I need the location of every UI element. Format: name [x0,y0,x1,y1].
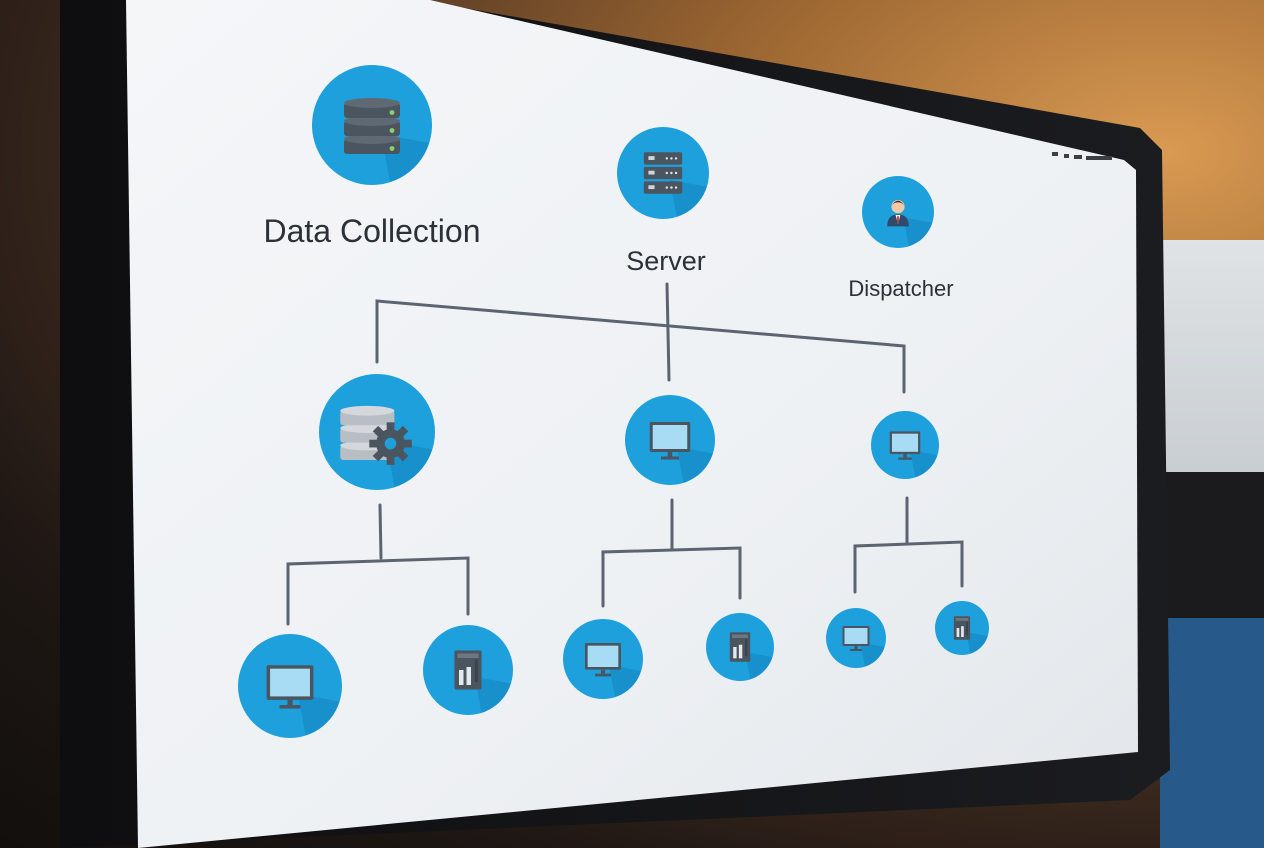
node-long-shadow [609,665,641,697]
server-unit-slot-icon [643,152,683,165]
mid-node-2 [625,395,715,485]
status-light-icon [389,128,395,133]
leaf-node-4 [706,613,774,681]
top-node-3 [862,176,934,248]
leaf-node-2 [423,625,513,715]
node-long-shadow [966,632,988,654]
leaf-node-1 [238,634,342,738]
server-unit-icon [729,632,751,662]
status-light-icon [389,146,395,151]
node-long-shadow [297,693,340,736]
background-right-monitor [1150,240,1264,848]
monitor-icon [842,626,870,651]
node-label: Dispatcher [848,276,953,301]
mid-node-3 [871,411,939,479]
node-label: Server [626,246,706,276]
node-long-shadow [676,446,713,483]
node-long-shadow [860,642,885,667]
leaf-node-6 [935,601,989,655]
database-icon [344,98,400,154]
monitor-icon [266,665,314,709]
node-long-shadow [745,652,773,680]
screen-status-icons [1052,152,1112,160]
monitor-icon [649,422,691,460]
connector-lines [286,282,964,626]
database-disk-top-icon [344,116,400,126]
server-unit-slot-icon [643,166,683,180]
server-unit-icon [953,616,971,640]
person-head-icon [891,200,905,214]
node-long-shadow [910,450,938,478]
database-disk-top-icon [344,134,400,144]
node-long-shadow [474,676,511,713]
monitor-display-icon [652,425,688,449]
monitor-display-icon [844,628,868,644]
monitor-display-icon [891,433,919,452]
database-disk-top-icon [340,405,395,416]
person-icon [887,200,909,227]
node-label: Data Collection [264,213,481,249]
database-disk-top-icon [344,98,400,108]
database-gear-icon [340,405,412,465]
node-long-shadow [903,217,933,247]
gear-icon [369,422,412,465]
monitor-display-icon [270,668,310,697]
monitor-icon [585,643,621,677]
server-rack-icon [643,152,683,194]
monitor-display-icon [587,645,619,667]
leaf-node-5 [826,608,886,668]
top-node-1 [312,65,432,185]
status-light-icon [389,110,395,115]
leaf-node-3 [563,619,643,699]
mid-node-1 [319,374,435,490]
monitor-icon [889,431,921,460]
server-unit-slot-icon [643,181,683,194]
top-node-2 [617,127,709,219]
server-unit-icon [454,650,482,690]
